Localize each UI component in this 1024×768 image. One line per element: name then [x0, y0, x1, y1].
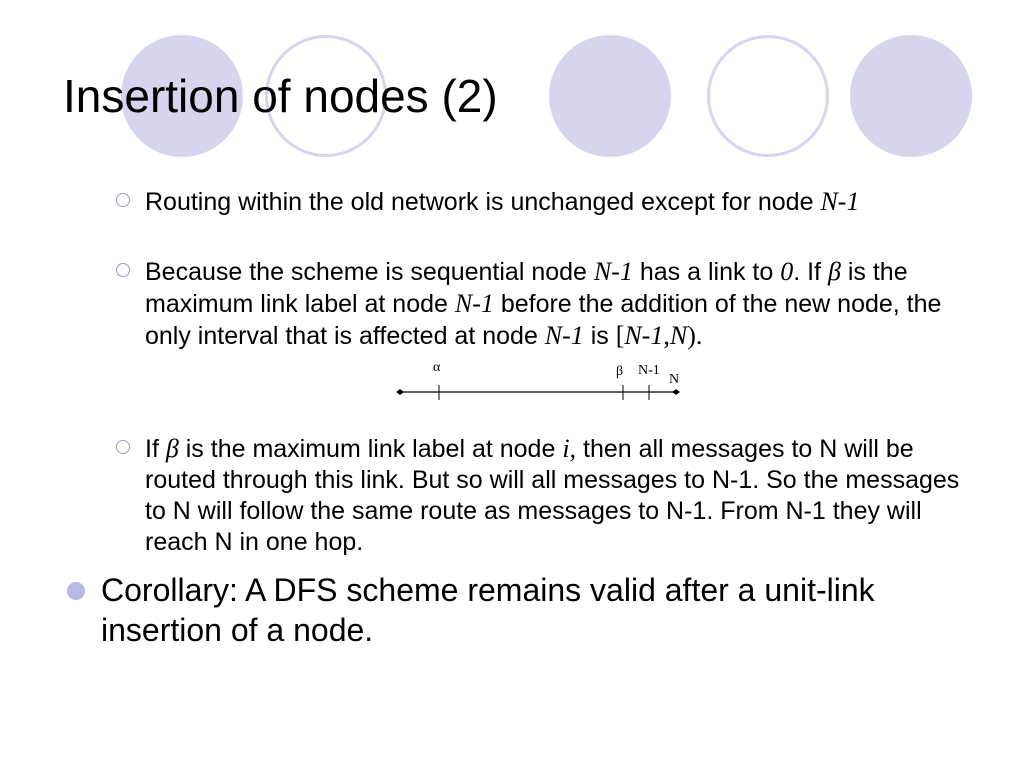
label-n: N — [669, 372, 679, 387]
sub-bullet-2-text-f: is — [583, 322, 616, 350]
deco-circle-5 — [850, 35, 972, 157]
sub-bullet-1-text: Routing within the old network is unchan… — [145, 188, 821, 216]
sub-bullet-3-text-b: is the maximum link label at node — [178, 435, 563, 463]
sub-bullet-2: Because the scheme is sequential node N-… — [145, 256, 960, 352]
deco-circle-2 — [265, 35, 387, 157]
sub-bullet-2-text-c: . If — [793, 258, 828, 286]
sub-bullet-2-text-a: Because the scheme is sequential node — [145, 258, 594, 286]
sub-bullet-1: Routing within the old network is unchan… — [145, 186, 960, 218]
deco-circle-3 — [549, 35, 671, 157]
sub-bullet-3-marker — [116, 440, 130, 454]
sub-bullet-1-marker — [116, 193, 130, 207]
sub-bullet-2-text-d: is the maximum link label at node — [145, 258, 908, 318]
number-line-diagram: α β N-1 N — [396, 360, 680, 400]
sub-bullet-2-zero: 0 — [780, 257, 794, 286]
deco-circle-4 — [707, 35, 829, 157]
sub-bullet-2-text-b: has a link to — [632, 258, 781, 286]
interval-end: N — [669, 321, 688, 350]
deco-circle-1 — [121, 35, 243, 157]
sub-bullet-2-node-c: N-1 — [544, 321, 584, 350]
sub-bullet-1-node: N-1 — [820, 187, 860, 216]
sub-bullet-3-node-i: i, — [562, 434, 577, 463]
number-line-left-end — [396, 389, 404, 395]
main-bullet-text: Corollary: A DFS scheme remains valid af… — [101, 572, 875, 648]
sub-bullet-3: If β is the maximum link label at node i… — [145, 433, 960, 558]
sub-bullet-2-node-b: N-1 — [454, 289, 494, 318]
interval-close: ). — [687, 321, 703, 350]
sub-bullet-2-node-a: N-1 — [593, 257, 633, 286]
label-alpha: α — [433, 360, 441, 375]
sub-bullet-3-text-a: If — [145, 435, 166, 463]
interval-open: [ — [615, 321, 625, 350]
label-n-1: N-1 — [638, 363, 660, 378]
interval-start: N-1 — [624, 321, 664, 350]
sub-bullet-2-interval: [N-1,N). — [615, 321, 703, 350]
sub-bullet-3-beta: β — [165, 434, 179, 463]
main-bullet-marker — [67, 582, 85, 600]
sub-bullet-3-text-c: then all messages to N will be routed th… — [145, 435, 960, 556]
sub-bullet-2-beta: β — [827, 257, 841, 286]
sub-bullet-2-text-e: before the addition of the new node, the… — [145, 290, 942, 350]
sub-bullet-2-marker — [116, 263, 130, 277]
slide-title: Insertion of nodes (2) — [63, 70, 498, 122]
number-line-right-end — [672, 389, 680, 395]
label-beta: β — [616, 364, 623, 379]
interval-comma: , — [663, 321, 670, 350]
